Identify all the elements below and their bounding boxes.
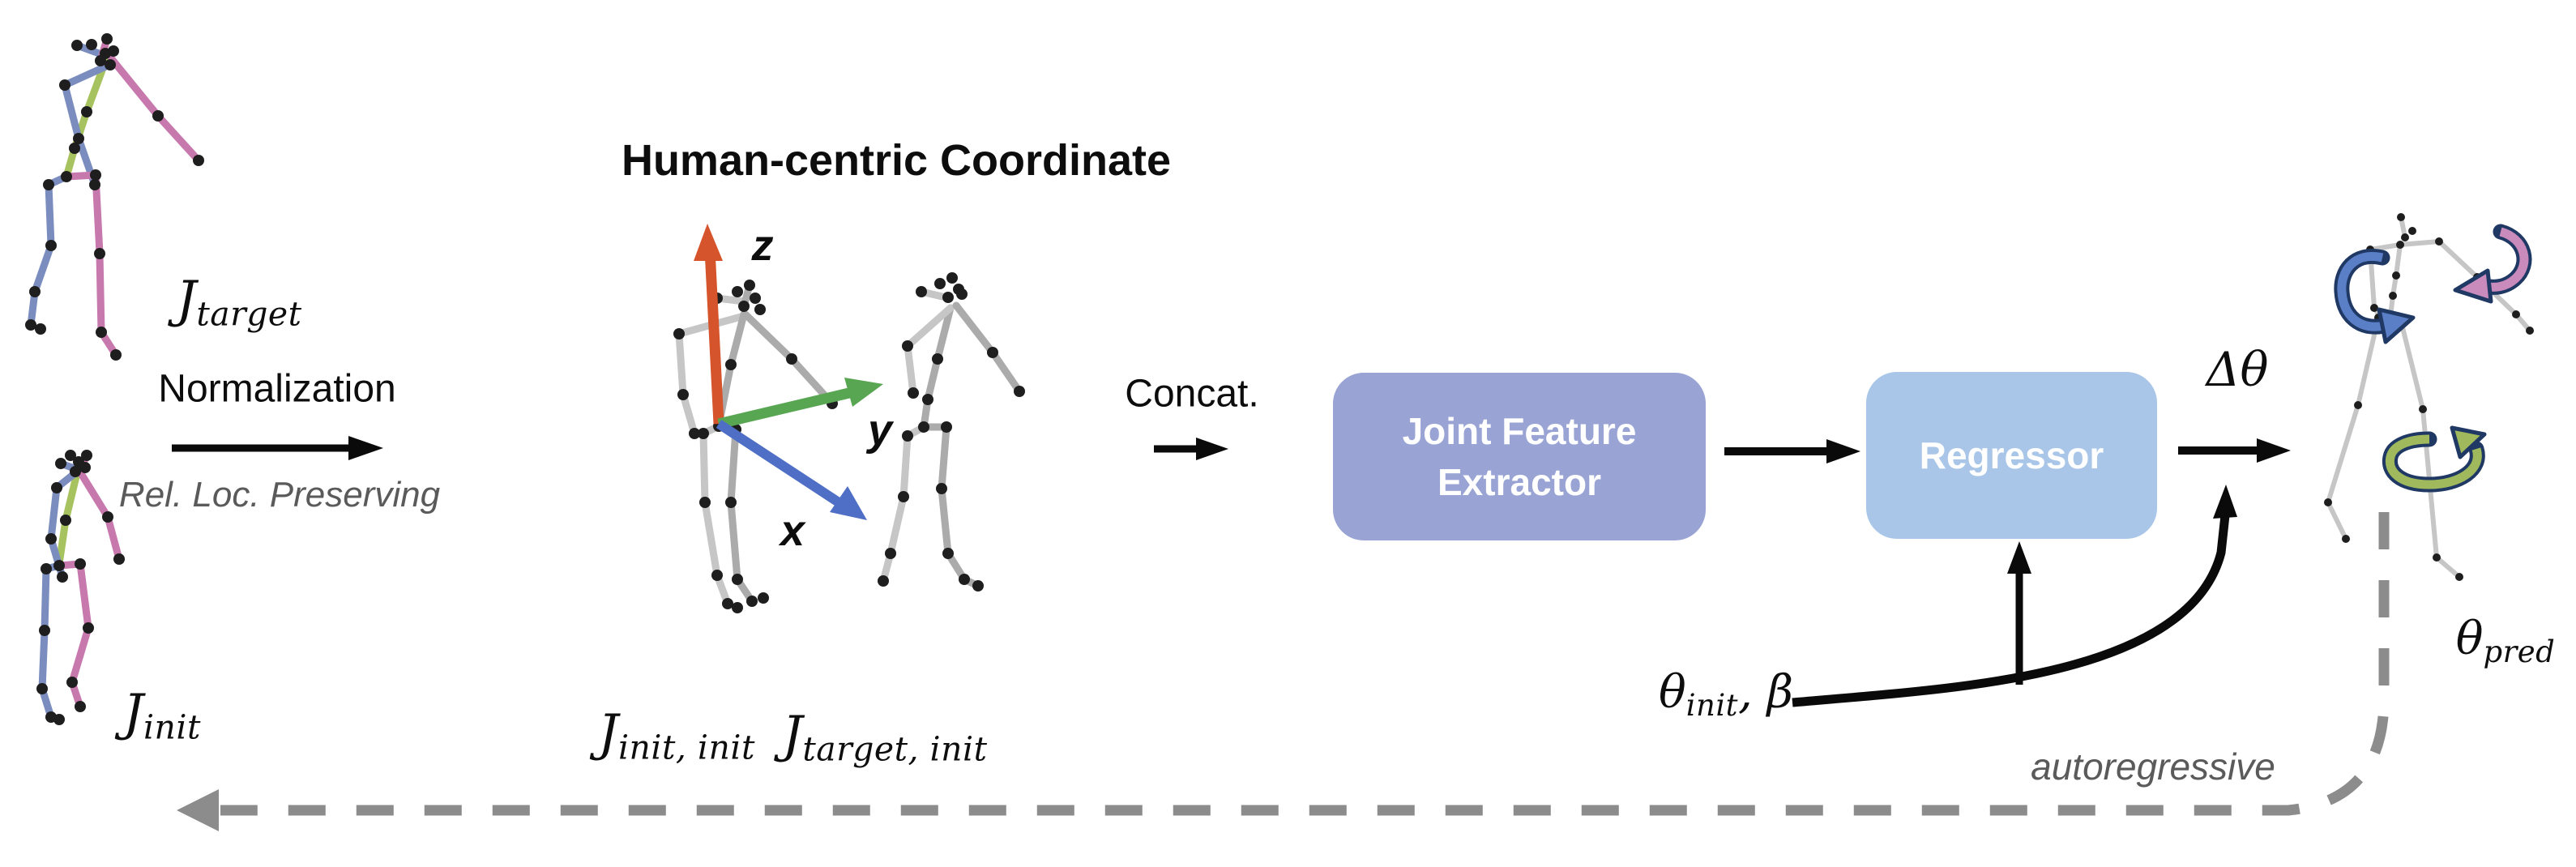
figure-title: Human-centric Coordinate	[621, 136, 1172, 185]
jfe-to-regressor-arrow	[1724, 439, 1860, 463]
axis-y-label: y	[867, 406, 893, 455]
axis-y-arrow	[717, 378, 883, 429]
skeleton-j-target-init	[878, 272, 1025, 592]
skeleton-joints	[2324, 213, 2534, 581]
jfe-label-line1: Joint Feature	[1402, 410, 1637, 453]
theta-init-beta-label: θinit, β	[1659, 665, 1793, 724]
skeleton-joints	[25, 33, 204, 361]
skeleton-joints	[36, 450, 125, 725]
skeleton-joints	[878, 272, 1025, 592]
rotation-arrow-pink-icon	[2453, 224, 2532, 304]
axis-z-arrow	[694, 224, 724, 425]
axis-x-arrow	[716, 419, 867, 520]
joint-feature-extractor-box: Joint Feature Extractor	[1333, 373, 1706, 540]
regressor-output-arrow	[2178, 438, 2291, 463]
rel-loc-preserving-label: Rel. Loc. Preserving	[118, 475, 441, 515]
normalization-label: Normalization	[158, 367, 396, 411]
autoregressive-label: autoregressive	[2031, 745, 2275, 788]
theta-init-curve	[1792, 485, 2237, 707]
axis-z-label: z	[751, 221, 774, 270]
autoregressive-dashed-arrow	[177, 512, 2390, 831]
j-target-label: Jtarget	[176, 269, 302, 334]
skeleton-theta-pred	[2324, 213, 2534, 581]
theta-pred-label: θpred	[2455, 612, 2556, 670]
delta-theta-label: Δθ	[2206, 342, 2269, 397]
j-init-label: Jinit	[123, 682, 201, 747]
regressor-box: Regressor	[1866, 372, 2157, 539]
skeleton-j-target	[25, 33, 204, 361]
axis-x-label: x	[780, 506, 805, 555]
regressor-label: Regressor	[1919, 433, 2104, 476]
rotation-arrow-blue-icon	[2334, 249, 2416, 344]
concat-arrow	[1154, 438, 1228, 460]
jfe-label-line2: Extractor	[1438, 460, 1601, 503]
rotation-arrow-green-icon	[2382, 425, 2487, 493]
concat-label: Concat.	[1125, 372, 1259, 416]
j-target-init-label: Jtarget, init	[782, 704, 988, 769]
normalization-arrow	[172, 436, 383, 460]
skeleton-j-init	[36, 450, 125, 725]
j-init-init-label: Jinit, init	[598, 703, 755, 767]
